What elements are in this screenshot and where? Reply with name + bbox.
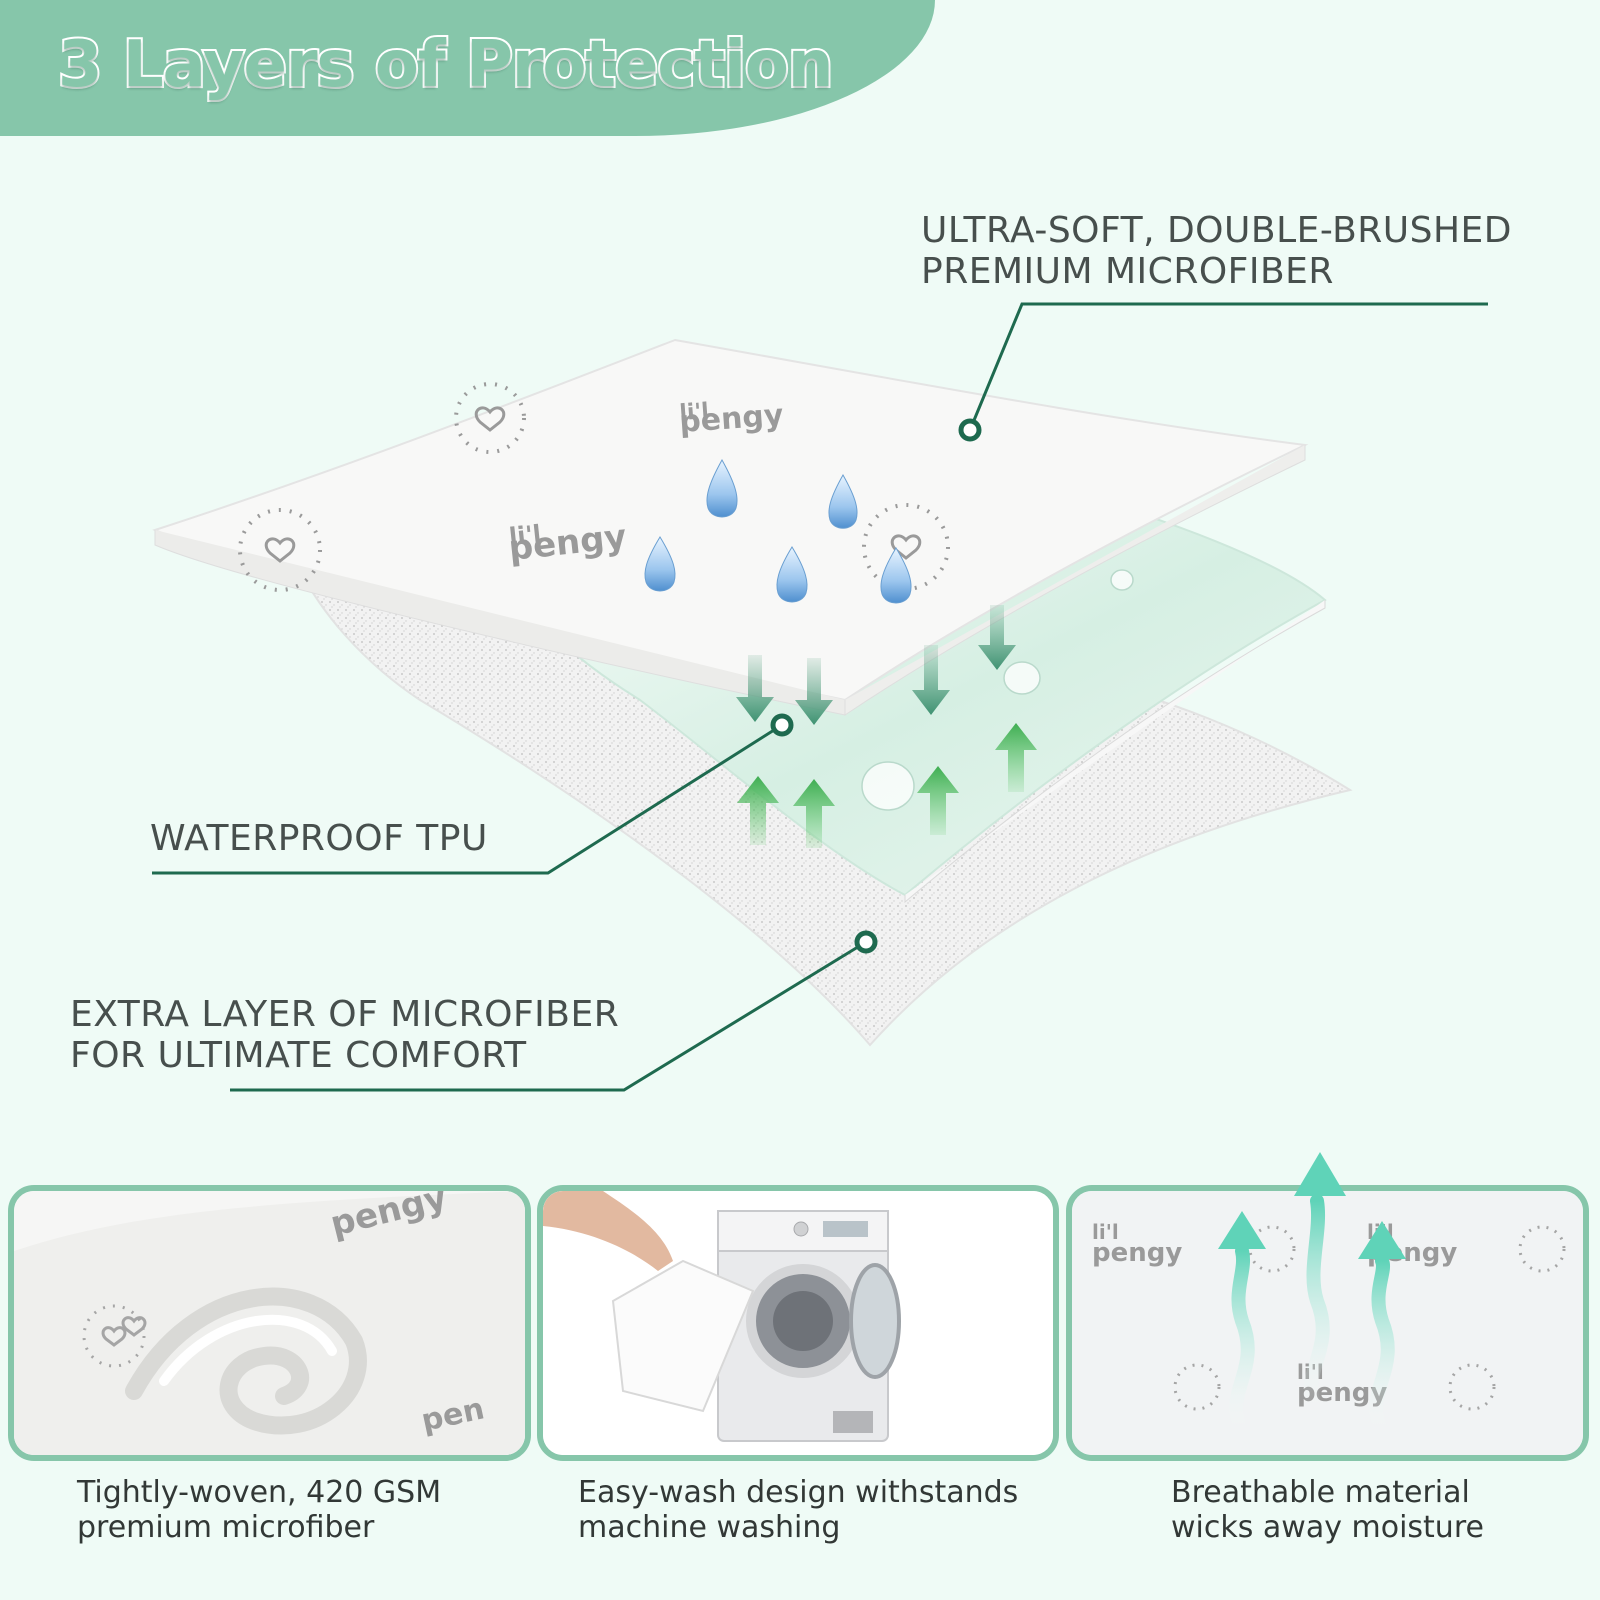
feature-caption-fabric: Tightly-woven, 420 GSM premium microfibe…	[77, 1475, 441, 1545]
feature-caption-washing-line1: Easy-wash design withstands	[578, 1475, 1019, 1510]
layer-label-bottom-line2: FOR ULTIMATE COMFORT	[70, 1035, 527, 1076]
svg-text:li'l: li'l	[1092, 1220, 1119, 1244]
feature-panel-washing	[537, 1185, 1059, 1461]
feature-caption-breathable-line1: Breathable material	[1171, 1475, 1470, 1510]
callout-dot-icon	[770, 418, 982, 954]
svg-text:li'l: li'l	[679, 399, 710, 426]
layer-label-top: ULTRA-SOFT, DOUBLE-BRUSHED PREMIUM MICRO…	[921, 210, 1512, 292]
layer-label-middle: WATERPROOF TPU	[150, 818, 488, 859]
water-drop-icon	[644, 458, 912, 604]
layer-label-top-line2: PREMIUM MICROFIBER	[921, 251, 1334, 292]
svg-text:li'l: li'l	[508, 520, 543, 551]
feature-panel-fabric: pengy pen	[8, 1185, 531, 1461]
title-band	[0, 0, 935, 136]
folded-fabric-photo-icon: pengy pen	[14, 1191, 525, 1455]
callout-lines	[152, 302, 1488, 1092]
feature-caption-breathable: Breathable material wicks away moisture	[1171, 1475, 1484, 1545]
feature-caption-fabric-line1: Tightly-woven, 420 GSM	[77, 1475, 442, 1510]
feature-panel-breathable: li'l pengy li'l pengy li'l pengy	[1066, 1185, 1589, 1461]
airflow-up-arrow-icon	[737, 723, 1037, 848]
washing-machine-photo-icon	[543, 1191, 1053, 1455]
water-bead-icon	[861, 569, 1134, 811]
feature-caption-washing-line2: machine washing	[578, 1510, 841, 1545]
breathable-top-arrow-icon	[1294, 1152, 1346, 1196]
moisture-down-arrow-icon	[736, 605, 1016, 725]
layer-label-bottom-line1: EXTRA LAYER OF MICROFIBER	[70, 994, 620, 1035]
layer-label-bottom: EXTRA LAYER OF MICROFIBER FOR ULTIMATE C…	[70, 994, 619, 1076]
page-title: 3 Layers of Protection	[56, 26, 835, 104]
feature-caption-fabric-line2: premium microfiber	[77, 1510, 375, 1545]
svg-text:pengy: pengy	[678, 398, 785, 440]
svg-text:pengy: pengy	[1092, 1238, 1182, 1268]
feature-caption-breathable-line2: wicks away moisture	[1171, 1510, 1484, 1545]
breathable-arrows-photo-icon: li'l pengy li'l pengy li'l pengy	[1072, 1191, 1583, 1455]
layer-label-top-line1: ULTRA-SOFT, DOUBLE-BRUSHED	[921, 210, 1513, 251]
feature-caption-washing: Easy-wash design withstands machine wash…	[578, 1475, 1018, 1545]
heart-icon	[238, 382, 950, 592]
layer-label-middle-line1: WATERPROOF TPU	[150, 818, 488, 859]
